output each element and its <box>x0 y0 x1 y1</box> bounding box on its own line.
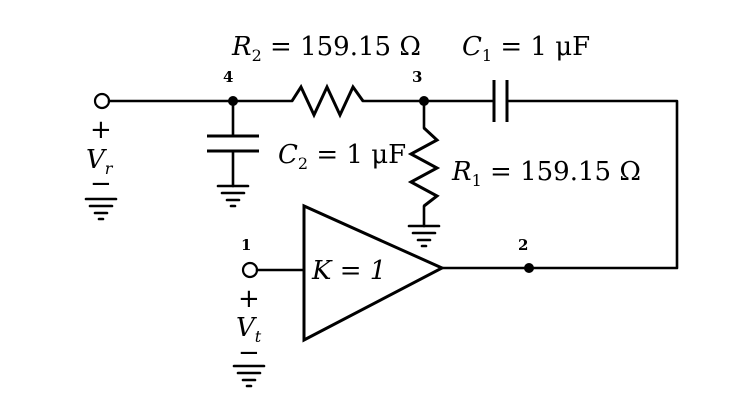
c1-label: C1 = 1 μF <box>462 32 590 65</box>
vt-label: Vt <box>236 313 262 346</box>
vr-label: Vr <box>86 145 114 178</box>
resistor-r1 <box>407 126 441 208</box>
c2-label-sub: 2 <box>298 154 308 173</box>
c2-label-value: = 1 μF <box>308 140 406 170</box>
r2-label: R2 = 159.15 Ω <box>231 32 421 65</box>
c1-label-value: = 1 μF <box>492 32 590 62</box>
r2-label-name: R <box>231 32 252 62</box>
capacitor-c2 <box>207 134 259 153</box>
node-1-label: 1 <box>241 236 251 254</box>
amplifier-triangle <box>302 203 446 343</box>
vt-label-name: V <box>236 313 257 343</box>
c2-label: C2 = 1 μF <box>278 140 406 173</box>
vt-ground-symbol <box>232 364 266 388</box>
node-2-label: 2 <box>518 236 528 254</box>
vr-plus-sign: + <box>90 115 112 145</box>
c1-label-name: C <box>462 32 482 62</box>
r1-ground-symbol <box>407 224 441 248</box>
vr-minus-sign: − <box>90 169 112 199</box>
vt-input-terminal <box>241 261 259 279</box>
r1-label-sub: 1 <box>472 171 482 190</box>
r1-label: R1 = 159.15 Ω <box>451 157 641 190</box>
c1-label-sub: 1 <box>482 46 492 65</box>
wire-feedback <box>440 99 679 270</box>
vr-input-terminal <box>93 92 111 110</box>
vr-ground-symbol <box>84 197 118 221</box>
r1-label-name: R <box>451 157 472 187</box>
node-4-label: 4 <box>223 68 233 86</box>
vt-minus-sign: − <box>238 338 260 368</box>
c2-ground-symbol <box>216 184 250 208</box>
r2-label-value: = 159.15 Ω <box>262 32 421 62</box>
node-2-dot <box>524 263 534 273</box>
node-3-label: 3 <box>412 68 422 86</box>
vt-plus-sign: + <box>238 284 260 314</box>
vr-label-sub: r <box>105 159 114 178</box>
vr-label-name: V <box>86 145 107 175</box>
amplifier-gain-label: K = 1 <box>311 256 386 286</box>
resistor-r2 <box>290 83 365 119</box>
c2-label-name: C <box>278 140 298 170</box>
r2-label-sub: 2 <box>252 46 262 65</box>
r1-label-value: = 159.15 Ω <box>482 157 641 187</box>
capacitor-c1 <box>492 80 509 122</box>
vt-label-sub: t <box>255 327 262 346</box>
